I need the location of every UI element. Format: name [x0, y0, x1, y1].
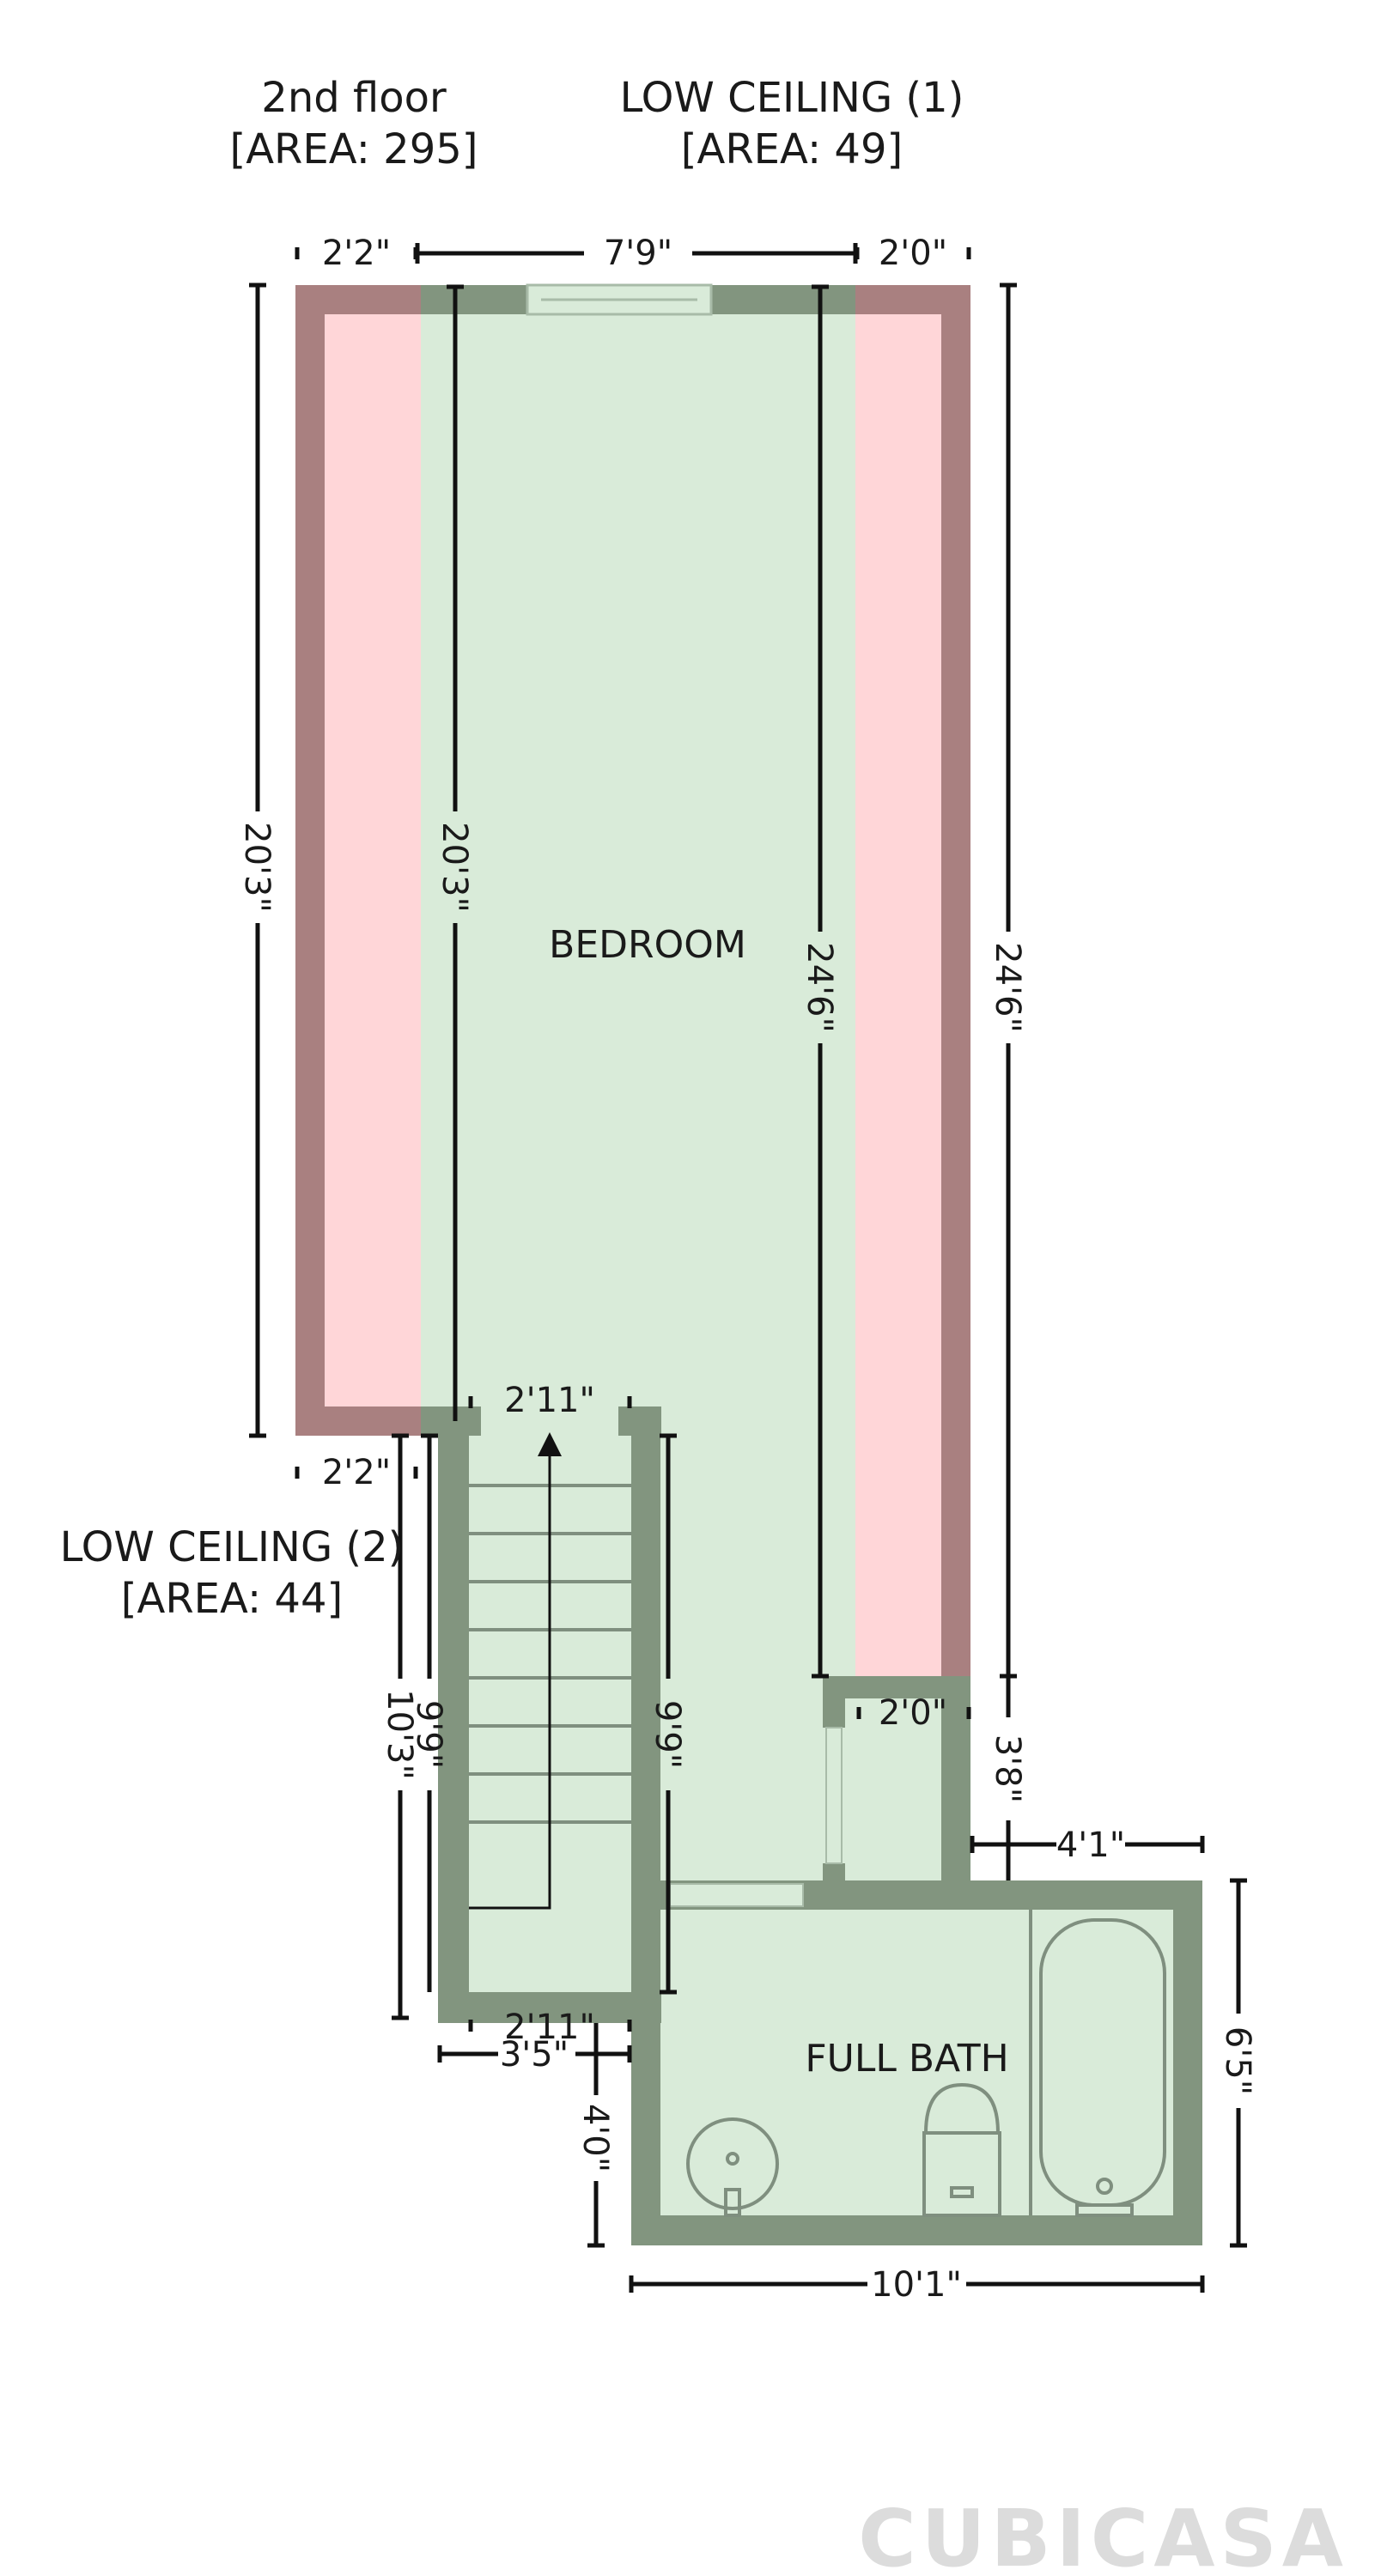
- dim-low2-width: 2'2": [322, 1453, 391, 1492]
- dim-right-outer: 24'6": [988, 942, 1027, 1033]
- room-label-full-bath: FULL BATH: [805, 2037, 1008, 2081]
- dim-bath-bottom: 10'1": [871, 2265, 962, 2305]
- dim-left-outer: 20'3": [237, 822, 277, 913]
- window: [526, 283, 713, 316]
- low-ceiling-2-name: LOW CEILING (2): [60, 1523, 405, 1571]
- dim-bath-right: 6'5": [1218, 2026, 1257, 2095]
- sink: [686, 2117, 779, 2217]
- low-ceiling-right-zone: [855, 285, 970, 1676]
- low-ceiling-2-area: [AREA: 44]: [121, 1575, 343, 1623]
- dimension-lines: [249, 243, 1247, 2293]
- dim-top-right: 2'0": [879, 234, 947, 273]
- floor-name: 2nd floor: [261, 74, 447, 122]
- dim-bath-left: 4'0": [575, 2104, 615, 2172]
- bathtub: [1029, 1910, 1166, 2217]
- dim-top-left: 2'2": [322, 234, 391, 273]
- dim-stair-bottom-a: 2'11": [504, 2008, 595, 2047]
- dim-stair-left-b: 10'3": [380, 1689, 419, 1780]
- low-ceiling-1-area: [AREA: 49]: [681, 125, 903, 173]
- low-ceiling-left-zone: [295, 285, 421, 1436]
- room-label-bedroom: BEDROOM: [549, 923, 746, 967]
- dim-bath-top-right: 4'1": [1056, 1826, 1125, 1865]
- cubicasa-logo: CUBICASA: [858, 2493, 1348, 2576]
- dim-closet-width: 2'0": [879, 1693, 947, 1733]
- low-ceiling-1-name: LOW CEILING (1): [620, 74, 964, 122]
- floor-area: [AREA: 295]: [229, 125, 478, 173]
- bath-floor: [631, 1880, 1202, 2245]
- closet-door: [825, 1727, 843, 1864]
- dim-stair-top: 2'11": [504, 1381, 595, 1420]
- dim-right-inner: 24'6": [800, 942, 839, 1033]
- dim-stair-left-a: 9'9": [409, 1700, 448, 1769]
- dim-stair-right: 9'9": [648, 1700, 687, 1769]
- dim-left-inner: 20'3": [435, 822, 474, 913]
- dim-top-mid: 7'9": [604, 234, 672, 273]
- bath-door: [669, 1883, 804, 1907]
- staircase: [469, 1432, 631, 1910]
- toilet: [922, 2082, 1001, 2217]
- dim-stair-bottom-b: 3'5": [500, 2035, 569, 2075]
- dim-closet-height: 3'8": [988, 1735, 1027, 1803]
